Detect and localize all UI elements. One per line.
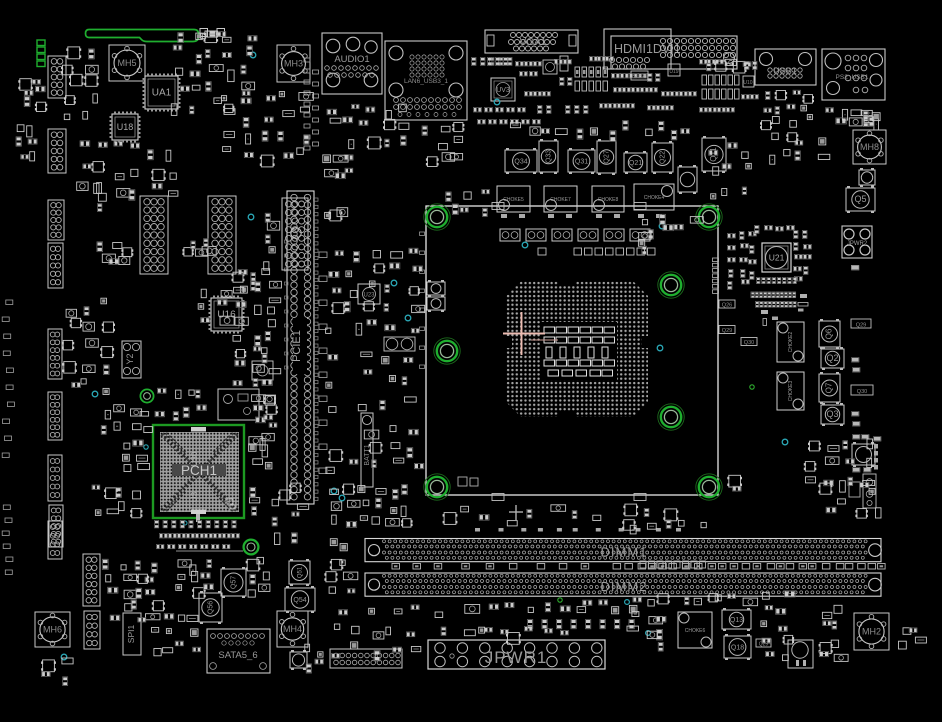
svg-text:MH2: MH2 — [862, 627, 881, 637]
svg-text:Y2: Y2 — [125, 353, 135, 364]
svg-text:Q21: Q21 — [629, 160, 642, 167]
svg-text:PS2_USB1: PS2_USB1 — [836, 74, 869, 81]
svg-text:VGA1: VGA1 — [520, 37, 547, 48]
svg-text:Q51: Q51 — [298, 566, 304, 578]
svg-text:Q29: Q29 — [722, 328, 732, 334]
svg-text:Q29: Q29 — [759, 642, 769, 648]
svg-text:U18: U18 — [117, 122, 134, 132]
svg-text:CHOKE4: CHOKE4 — [644, 195, 665, 201]
svg-text:U3: U3 — [190, 491, 199, 502]
svg-text:Q33: Q33 — [546, 150, 553, 163]
svg-text:SATA5_6: SATA5_6 — [218, 650, 257, 661]
svg-text:U16: U16 — [217, 310, 236, 321]
svg-text:CHOKE8: CHOKE8 — [598, 197, 619, 203]
svg-text:Q6: Q6 — [825, 328, 834, 339]
svg-text:JPWR1: JPWR1 — [485, 648, 548, 667]
svg-text:LAN6_USB3_1: LAN6_USB3_1 — [404, 78, 448, 85]
svg-text:USB1: USB1 — [773, 66, 797, 76]
svg-text:UA1: UA1 — [152, 88, 172, 99]
svg-text:Q56: Q56 — [208, 601, 215, 614]
svg-text:Q5: Q5 — [854, 194, 866, 204]
svg-text:U19: U19 — [669, 69, 678, 75]
svg-text:Q26: Q26 — [722, 303, 732, 309]
svg-text:AUDIO1: AUDIO1 — [334, 54, 369, 65]
svg-text:JPWR2: JPWR2 — [847, 241, 868, 247]
svg-text:PCH1: PCH1 — [181, 463, 217, 478]
svg-text:Q54: Q54 — [293, 597, 306, 604]
svg-text:PCIE1: PCIE1 — [291, 330, 303, 362]
svg-text:Q3: Q3 — [826, 409, 838, 419]
svg-text:CHOKE6: CHOKE6 — [685, 628, 706, 634]
svg-text:MH8: MH8 — [860, 142, 879, 152]
svg-text:U30: U30 — [190, 451, 199, 466]
svg-text:MH6: MH6 — [43, 625, 62, 635]
svg-text:SUS8: SUS8 — [632, 74, 646, 80]
svg-text:Q7: Q7 — [825, 382, 834, 393]
svg-text:CHOKE3: CHOKE3 — [788, 381, 794, 402]
svg-text:Q31: Q31 — [575, 159, 588, 166]
svg-text:Q29: Q29 — [856, 323, 866, 329]
svg-text:Q27: Q27 — [604, 150, 611, 163]
svg-text:Q34: Q34 — [514, 159, 527, 166]
svg-text:CHOKE7: CHOKE7 — [550, 197, 571, 203]
svg-text:MH4: MH4 — [283, 624, 302, 634]
svg-text:U23: U23 — [363, 293, 375, 299]
svg-text:Q30: Q30 — [744, 340, 754, 346]
svg-text:Q30: Q30 — [857, 389, 867, 395]
svg-text:DIMM1: DIMM1 — [601, 545, 648, 560]
svg-text:CHOKE5: CHOKE5 — [503, 197, 524, 203]
svg-text:Q57: Q57 — [231, 576, 238, 589]
svg-text:Q13: Q13 — [730, 617, 743, 624]
svg-text:SPI1: SPI1 — [126, 625, 136, 644]
svg-text:DIMM2: DIMM2 — [601, 579, 648, 594]
svg-text:MH5: MH5 — [117, 58, 136, 68]
svg-text:Q2: Q2 — [826, 353, 838, 363]
svg-text:Q18: Q18 — [731, 645, 744, 652]
svg-text:Q11: Q11 — [709, 147, 718, 162]
svg-text:U21: U21 — [769, 253, 785, 263]
svg-text:UV3: UV3 — [496, 87, 510, 94]
svg-text:Q22: Q22 — [660, 151, 667, 164]
svg-text:U10: U10 — [743, 80, 752, 86]
svg-text:CHOKE2: CHOKE2 — [788, 332, 794, 353]
svg-text:HDMI1DVI1: HDMI1DVI1 — [614, 42, 681, 56]
svg-text:MH3: MH3 — [284, 59, 303, 69]
svg-text:BATT1: BATT1 — [364, 444, 371, 465]
